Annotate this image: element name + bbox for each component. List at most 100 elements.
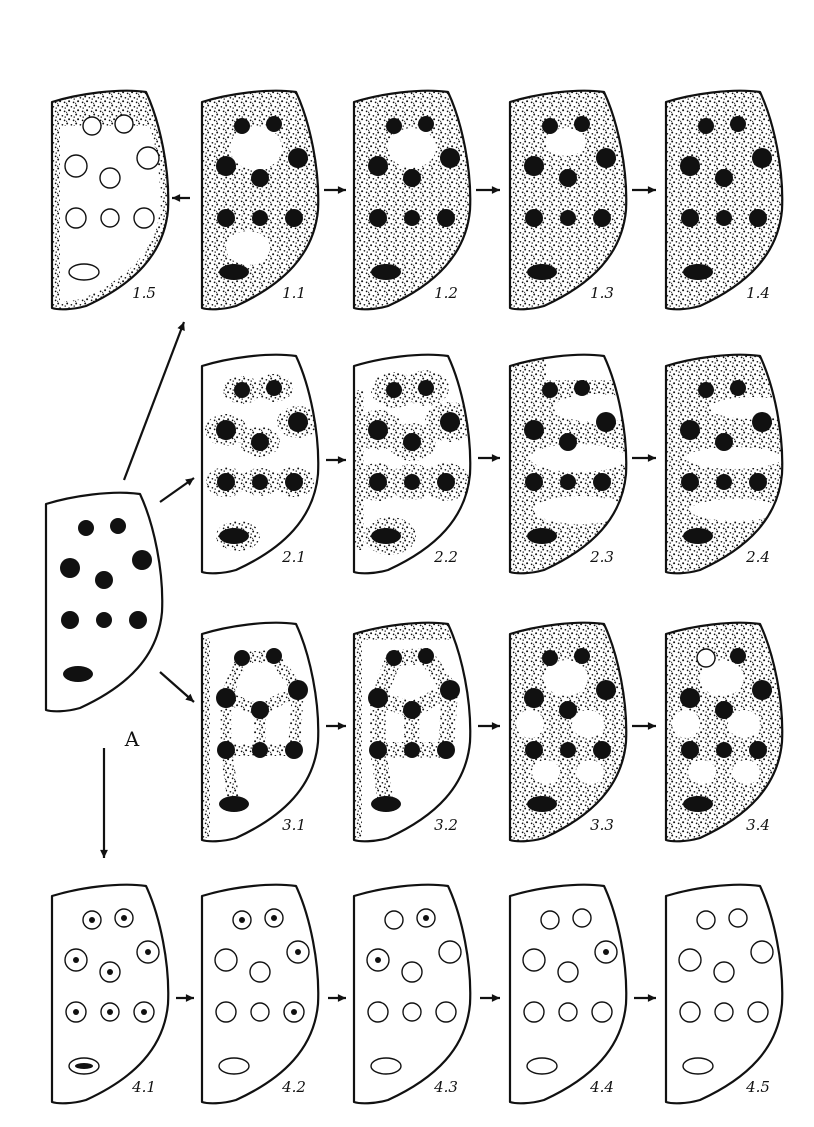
panel-3-2 xyxy=(345,613,485,853)
spot xyxy=(559,701,577,719)
spot xyxy=(749,209,767,227)
spot xyxy=(749,741,767,759)
spot xyxy=(386,118,402,134)
spot-bottom xyxy=(371,528,401,544)
panel-label: 2.1 xyxy=(281,548,306,566)
arrow-head xyxy=(492,186,500,194)
panel-1-4 xyxy=(657,81,797,321)
panel-label: 4.1 xyxy=(131,1078,156,1096)
spot xyxy=(525,209,543,227)
panel-4-2 xyxy=(193,875,333,1115)
spot xyxy=(129,611,147,629)
spot xyxy=(266,648,282,664)
spot-bottom xyxy=(683,1058,713,1074)
panel-1-1 xyxy=(193,81,333,321)
spot xyxy=(593,741,611,759)
panel-3-3 xyxy=(501,613,641,853)
panel-1-3 xyxy=(501,81,641,321)
spot xyxy=(403,433,421,451)
spot xyxy=(715,701,733,719)
spot xyxy=(234,650,250,666)
spot xyxy=(403,169,421,187)
spot xyxy=(216,156,236,176)
spot xyxy=(596,148,616,168)
spot xyxy=(715,433,733,451)
spot xyxy=(251,433,269,451)
spot xyxy=(681,209,699,227)
spot xyxy=(542,118,558,134)
arrow-head xyxy=(338,722,346,730)
panel-label: 1.2 xyxy=(434,284,458,302)
arrow-head xyxy=(185,478,194,486)
spot xyxy=(681,473,699,491)
arrow-head xyxy=(338,186,346,194)
spot-bottom xyxy=(371,1058,401,1074)
spot xyxy=(698,382,714,398)
spot xyxy=(715,1003,733,1021)
stipple-fill xyxy=(501,81,641,321)
spot xyxy=(729,909,747,927)
spot xyxy=(715,169,733,187)
source-label: A xyxy=(124,727,140,751)
arrow-head xyxy=(338,994,346,1002)
panel-4-1 xyxy=(43,875,183,1115)
arrow-head xyxy=(172,194,180,202)
spot xyxy=(752,680,772,700)
spot xyxy=(440,680,460,700)
spot xyxy=(251,169,269,187)
spot-bottom xyxy=(527,528,557,544)
spot-bottom xyxy=(371,264,401,280)
spot xyxy=(748,1002,768,1022)
spot xyxy=(680,1002,700,1022)
spot xyxy=(66,208,86,228)
arrow-head xyxy=(648,186,656,194)
spot xyxy=(216,688,236,708)
spot xyxy=(110,518,126,534)
spot xyxy=(418,380,434,396)
spot-bottom xyxy=(683,796,713,812)
panel-label: 1.5 xyxy=(132,284,156,302)
spot xyxy=(285,209,303,227)
panel-label: 2.4 xyxy=(745,548,770,566)
spot xyxy=(560,474,576,490)
spot xyxy=(680,156,700,176)
spot xyxy=(730,380,746,396)
spot xyxy=(96,612,112,628)
spot xyxy=(542,382,558,398)
spot xyxy=(752,148,772,168)
arrow-head xyxy=(186,994,194,1002)
spot xyxy=(404,474,420,490)
spot xyxy=(386,382,402,398)
spot xyxy=(217,209,235,227)
spot xyxy=(716,474,732,490)
spot xyxy=(132,550,152,570)
spot-bottom xyxy=(219,264,249,280)
spot xyxy=(730,648,746,664)
arrow-head xyxy=(648,994,656,1002)
spot xyxy=(234,118,250,134)
spot xyxy=(368,420,388,440)
arrow-head xyxy=(338,456,346,464)
spot xyxy=(574,648,590,664)
spot xyxy=(680,420,700,440)
spot xyxy=(524,420,544,440)
spot xyxy=(288,412,308,432)
spot xyxy=(437,209,455,227)
panel-4-3 xyxy=(345,875,485,1115)
spot xyxy=(714,962,734,982)
panel-label: 4.2 xyxy=(281,1078,306,1096)
spot xyxy=(437,741,455,759)
spot xyxy=(697,911,715,929)
spot xyxy=(697,649,715,667)
panel-3-4 xyxy=(657,613,797,853)
spot xyxy=(368,156,388,176)
spot xyxy=(65,155,87,177)
spot xyxy=(369,741,387,759)
panel-label: 3.4 xyxy=(746,816,770,834)
spot xyxy=(418,648,434,664)
spot xyxy=(368,688,388,708)
spot xyxy=(234,382,250,398)
spot xyxy=(285,741,303,759)
stipple-fill xyxy=(657,81,797,321)
panel-label: 4.4 xyxy=(589,1078,614,1096)
